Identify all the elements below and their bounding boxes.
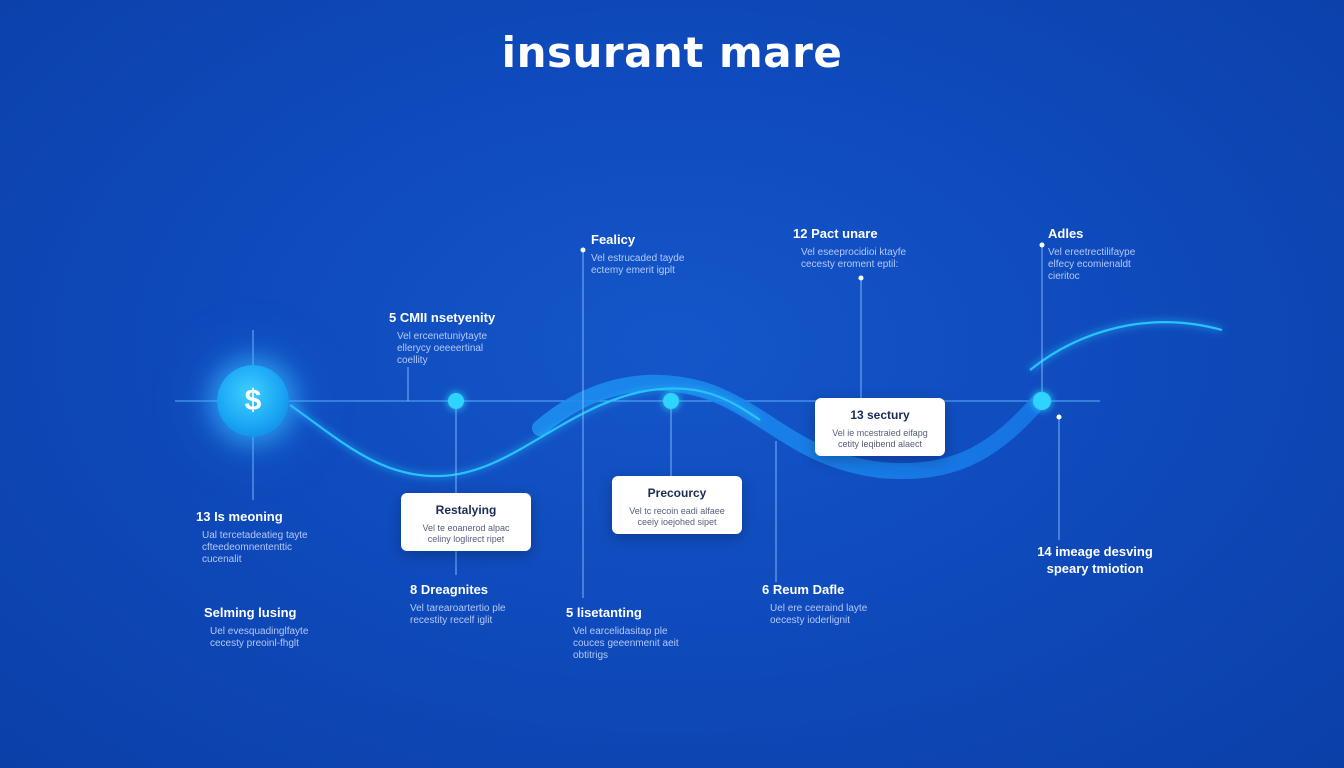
milestone-node [663,393,679,409]
dollar-icon: $ [217,365,289,437]
connector-dot [1039,242,1045,248]
connector-dot [1056,414,1062,420]
wave-line [289,387,761,478]
label-title: Adles [1048,226,1084,241]
label-title: 8 Dreagnites [410,582,489,597]
label-title: 5 CMII nsetyenity [389,310,496,325]
label-title: 6 Reum Dafle [762,582,845,597]
label-image: 14 imeage desving speary tmiotion [1020,544,1170,577]
label-title: 14 imeage desving [1037,544,1153,559]
page-title: insurant mare [501,28,843,77]
wave-ribbon [532,374,1048,480]
connector-dot [858,275,864,281]
label-subtitle: speary tmiotion [1046,561,1144,576]
label-title: Fealicy [591,232,636,247]
milestone-node [448,393,464,409]
connector-dot [580,247,586,253]
label-title: 13 Is meoning [196,509,283,524]
label-title: 5 lisetanting [566,605,642,620]
card-title: 13 sectury [850,408,910,422]
label-title: Selming lusing [204,605,297,620]
wave-tail [1029,321,1223,371]
card-title: Restalying [435,503,497,517]
label-title: 12 Pact unare [793,226,878,241]
milestone-node [1033,392,1051,410]
card-title: Precourcy [647,486,707,500]
